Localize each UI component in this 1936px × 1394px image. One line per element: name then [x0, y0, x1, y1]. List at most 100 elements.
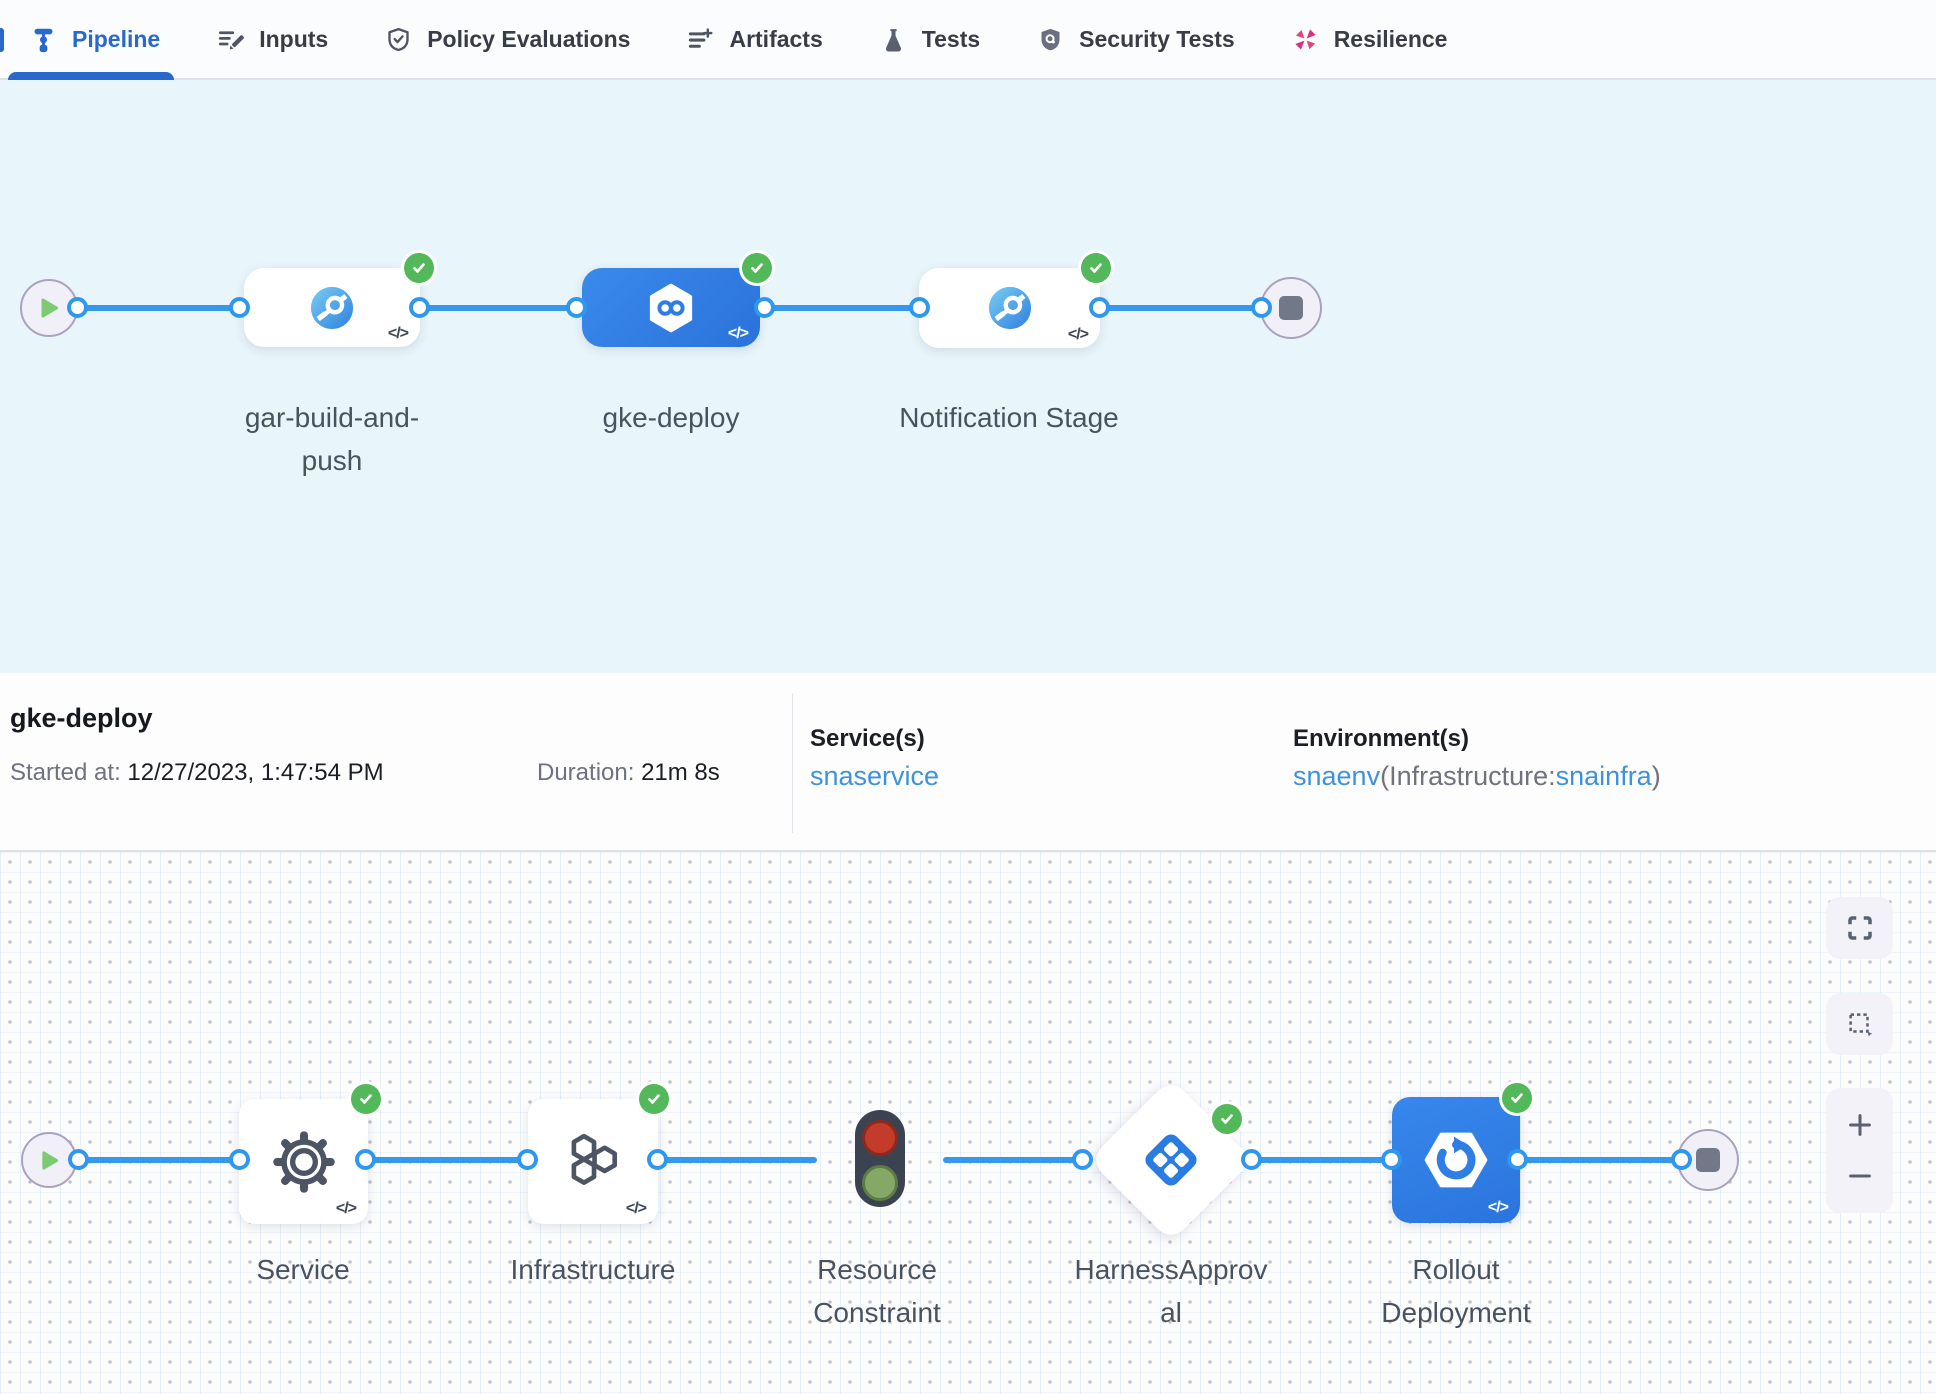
tab-security-tests[interactable]: Security Tests: [1037, 0, 1235, 78]
tab-policy-evaluations[interactable]: Policy Evaluations: [385, 0, 630, 78]
step-node-resource-constraint[interactable]: [855, 1110, 905, 1207]
tab-label: Pipeline: [72, 25, 161, 52]
zoom-out-icon[interactable]: [1845, 1161, 1875, 1191]
node-port: [647, 1149, 668, 1170]
red-light-icon: [862, 1120, 898, 1156]
ci-stage-icon: [988, 286, 1031, 330]
success-check-icon: [639, 1084, 669, 1114]
tab-label: Security Tests: [1079, 25, 1235, 52]
infrastructure-prefix: (Infrastructure:: [1380, 761, 1556, 791]
duration: Duration: 21m 8s: [537, 759, 720, 787]
rollout-deployment-icon: [1424, 1132, 1488, 1188]
tab-tests[interactable]: Tests: [880, 0, 980, 78]
duration-value: 21m 8s: [641, 759, 720, 786]
fullscreen-button[interactable]: [1826, 897, 1893, 959]
code-icon: </>: [1487, 1199, 1509, 1216]
fullscreen-icon: [1847, 916, 1872, 940]
divider: [792, 693, 793, 833]
step-label: HarnessApproval: [1074, 1254, 1268, 1328]
pipeline-icon: [34, 28, 53, 52]
graph-edge: [366, 1157, 528, 1163]
tab-inputs[interactable]: Inputs: [217, 0, 328, 78]
policy-evaluations-icon: [388, 27, 409, 51]
tab-pipeline[interactable]: Pipeline: [7, 0, 175, 80]
code-icon: </>: [335, 1200, 357, 1217]
cd-stage-icon: [649, 283, 693, 332]
success-check-icon: [1212, 1104, 1242, 1134]
node-port: [909, 297, 930, 318]
tab-label: Artifacts: [729, 25, 823, 52]
execution-graph-canvas[interactable]: </> </>: [0, 852, 1936, 1394]
node-port: [1089, 297, 1110, 318]
stage-node-gar-build-and-push[interactable]: </>: [244, 268, 420, 347]
tab-label: Policy Evaluations: [427, 25, 631, 52]
started-value: 12/27/2023, 1:47:54 PM: [127, 759, 384, 786]
node-port: [409, 297, 430, 318]
step-node-service[interactable]: </>: [239, 1099, 368, 1224]
execution-details-bar: gke-deploy Started at: 12/27/2023, 1:47:…: [0, 673, 1936, 852]
graph-edge: [79, 1157, 240, 1163]
node-port: [517, 1149, 538, 1170]
started-at: Started at: 12/27/2023, 1:47:54 PM: [10, 759, 384, 787]
success-check-icon: [742, 253, 772, 283]
services-header: Service(s): [810, 725, 925, 752]
node-port: [1671, 1149, 1692, 1170]
node-port: [566, 297, 587, 318]
node-port: [67, 297, 88, 318]
tests-icon: [885, 28, 901, 52]
graph-edge: [1518, 1157, 1682, 1163]
started-label: Started at:: [10, 759, 121, 786]
code-icon: </>: [727, 325, 749, 342]
code-icon: </>: [387, 325, 409, 342]
marquee-select-button[interactable]: [1826, 993, 1893, 1055]
end-node: [1677, 1129, 1739, 1191]
node-port: [68, 1149, 89, 1170]
stage-label: Notification Stage: [899, 402, 1119, 433]
success-check-icon: [404, 253, 434, 283]
graph-edge: [420, 305, 577, 311]
tab-label: Inputs: [259, 25, 329, 52]
inputs-icon: [219, 30, 245, 49]
tab-artifacts[interactable]: Artifacts: [687, 0, 823, 78]
resilience-icon: [1295, 28, 1316, 50]
stage-node-gke-deploy[interactable]: </>: [582, 268, 760, 347]
security-tests-icon: [1041, 28, 1060, 50]
stop-icon: [1279, 296, 1303, 320]
stage-graph-canvas[interactable]: </> </> </>: [0, 80, 1936, 673]
zoom-controls: [1826, 1088, 1893, 1213]
step-node-infrastructure[interactable]: </>: [528, 1099, 658, 1224]
graph-edge: [1252, 1157, 1392, 1163]
code-icon: </>: [625, 1200, 647, 1217]
tab-label: Tests: [921, 25, 981, 52]
zoom-in-icon[interactable]: [1845, 1110, 1875, 1140]
environment-name-link[interactable]: snaenv: [1293, 761, 1381, 791]
scroll-edge-sliver: [0, 28, 4, 52]
node-port: [355, 1149, 376, 1170]
node-port: [1241, 1149, 1262, 1170]
graph-edge: [765, 305, 920, 311]
tab-label: Resilience: [1333, 25, 1448, 52]
node-port: [1381, 1149, 1402, 1170]
step-node-rollout-deployment[interactable]: </>: [1392, 1097, 1520, 1223]
environments-header: Environment(s): [1293, 725, 1470, 752]
step-label: Rollout Deployment: [1381, 1254, 1531, 1328]
approval-icon: [1145, 1134, 1197, 1186]
success-check-icon: [351, 1084, 381, 1114]
marquee-select-icon: [1848, 1013, 1872, 1037]
service-link: snaservice: [810, 761, 939, 792]
tab-resilience[interactable]: Resilience: [1292, 0, 1448, 78]
duration-label: Duration:: [537, 759, 635, 786]
node-port: [229, 1149, 250, 1170]
execution-tabbar: Pipeline Inputs Policy Evaluations: [0, 0, 1936, 80]
infrastructure-name-link[interactable]: snainfra: [1555, 761, 1652, 791]
play-icon: [41, 1150, 58, 1170]
service-name-link[interactable]: snaservice: [810, 761, 940, 791]
graph-edge: [943, 1157, 1083, 1163]
code-icon: </>: [1067, 326, 1089, 343]
stage-node-notification-stage[interactable]: </>: [919, 268, 1100, 348]
graph-edge: [1100, 305, 1262, 311]
play-icon: [41, 298, 58, 318]
ci-stage-icon: [310, 286, 354, 329]
node-port: [1072, 1149, 1093, 1170]
